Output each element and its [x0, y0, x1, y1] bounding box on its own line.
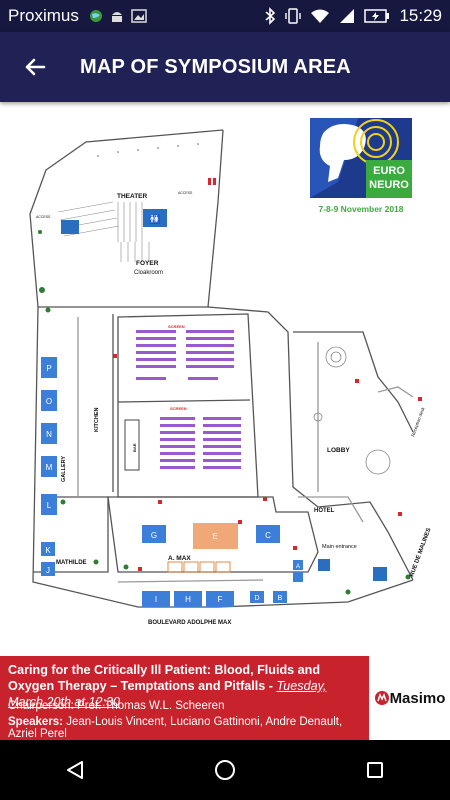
- nav-recent-button[interactable]: [345, 746, 405, 794]
- clock-time: 15:29: [399, 6, 442, 25]
- banner-speakers: Speakers: Jean-Louis Vincent, Luciano Ga…: [8, 716, 368, 740]
- label-reception-desk: Reception desk: [410, 406, 426, 438]
- label-main-entrance: Main entrance: [322, 544, 357, 550]
- battery-icon: [364, 9, 390, 23]
- wifi-icon: [311, 9, 330, 23]
- label-a-max: A. MAX: [168, 555, 191, 562]
- notification-icons: [89, 9, 147, 23]
- label-cloakroom: Cloakroom: [134, 270, 163, 276]
- gallery-icon: [131, 9, 147, 23]
- system-icons: 15:29: [264, 6, 442, 26]
- booth-c: C: [265, 531, 271, 540]
- nav-back-button[interactable]: [45, 746, 105, 794]
- circle-home-icon: [215, 760, 235, 780]
- bluetooth-icon: [265, 7, 276, 25]
- android-icon: [111, 12, 122, 22]
- label-hotel: HOTEL: [314, 508, 335, 514]
- euro-neuro-logo: EURO NEURO 7-8-9 November 2018: [310, 118, 412, 214]
- label-access-left: ACCESS: [36, 215, 51, 219]
- sponsor-name: Masimo: [389, 689, 446, 707]
- a-max-booths: G E C: [142, 523, 280, 549]
- speakers-names: Jean-Louis Vincent, Luciano Gattinoni, A…: [8, 716, 343, 740]
- label-foyer: FOYER: [136, 260, 159, 267]
- nav-home-button[interactable]: [195, 746, 255, 794]
- carrier-name: Proximus: [8, 6, 79, 25]
- label-access-right: ACCESS: [178, 191, 193, 195]
- banner-chair: Chairperson: Prof. Thomas W.L. Scheeren: [8, 700, 225, 712]
- label-mathilde: MATHILDE: [56, 560, 87, 566]
- event-date: 7-8-9 November 2018: [318, 204, 403, 214]
- booth-a: A: [296, 564, 300, 570]
- toilet-icon: 🚻: [149, 213, 160, 224]
- system-nav-bar: [0, 740, 450, 800]
- label-gallery: GALLERY: [61, 456, 67, 482]
- vibrate-icon: [285, 8, 302, 24]
- booth-l: L: [47, 501, 52, 510]
- booth-o: O: [46, 397, 52, 406]
- page-title: MAP OF SYMPOSIUM AREA: [80, 55, 351, 78]
- masimo-mark-icon: [374, 691, 389, 705]
- signal-icon: [340, 9, 355, 23]
- booth-k: K: [45, 546, 51, 555]
- label-lobby: LOBBY: [327, 447, 350, 454]
- label-screen-bottom: SCREEN: [170, 406, 187, 411]
- booth-g: G: [151, 531, 157, 540]
- map-content: 🚻 P O N M L K J G E C: [0, 102, 450, 650]
- label-screen-top: SCREEN: [168, 324, 185, 329]
- gallery-booths: [41, 357, 57, 576]
- banner-title-text: Caring for the Critically Ill Patient: B…: [8, 663, 321, 693]
- globe-icon: [89, 10, 102, 22]
- booth-n: N: [46, 430, 52, 439]
- back-arrow-icon: [25, 58, 46, 76]
- label-boulevard: BOULEVARD ADOLPHE MAX: [148, 620, 231, 626]
- speakers-label: Speakers:: [8, 716, 63, 728]
- label-kitchen: KITCHEN: [94, 408, 100, 432]
- booth-m: M: [46, 463, 53, 472]
- status-bar: Proximus 15:29: [0, 0, 450, 32]
- booth-i: I: [155, 595, 157, 604]
- logo-text-euro: EURO: [373, 165, 405, 177]
- banner-date: Tuesday, March 20th at 12:30: [8, 679, 327, 709]
- sponsor-logo-box: Masimo: [369, 656, 450, 740]
- booth-b: B: [278, 595, 283, 602]
- square-recent-icon: [367, 762, 383, 778]
- booth-j: J: [46, 566, 50, 575]
- app-bar: MAP OF SYMPOSIUM AREA: [0, 32, 450, 102]
- back-button[interactable]: [0, 32, 70, 102]
- label-theater: THEATER: [117, 193, 148, 200]
- booth-e: E: [212, 532, 217, 541]
- booth-f: F: [218, 595, 223, 604]
- triangle-back-icon: [67, 761, 83, 779]
- booth-p: P: [46, 364, 51, 373]
- booth-h: H: [185, 595, 191, 604]
- label-bar: BAR: [132, 443, 137, 452]
- banner-title: Caring for the Critically Ill Patient: B…: [8, 662, 358, 710]
- label-rue: RUE DE MALINES: [409, 527, 432, 577]
- symposium-floor-plan[interactable]: 🚻 P O N M L K J G E C: [18, 102, 432, 647]
- logo-text-neuro: NEURO: [369, 179, 409, 191]
- booth-d: D: [254, 595, 259, 602]
- front-row-booths: I H F D B A: [142, 560, 303, 607]
- sponsor-logo: Masimo: [374, 689, 446, 707]
